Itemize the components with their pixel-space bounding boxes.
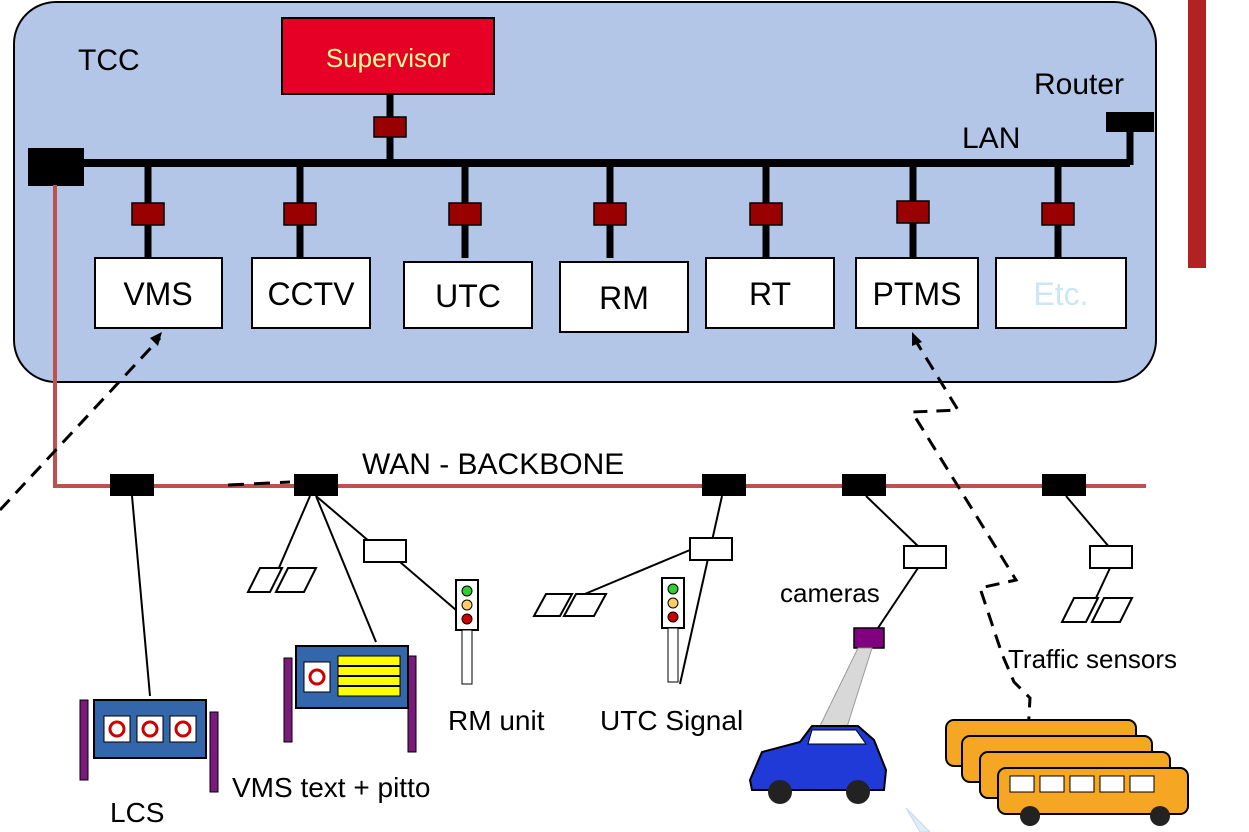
node-marker bbox=[448, 202, 482, 226]
cameras-label: cameras bbox=[780, 578, 880, 608]
lcs-label: LCS bbox=[110, 797, 164, 828]
module-cctv-label: CCTV bbox=[267, 276, 355, 312]
decorative-shape bbox=[905, 807, 931, 832]
rm-unit-signal bbox=[455, 579, 479, 685]
supervisor-label: Supervisor bbox=[326, 43, 451, 73]
node-marker bbox=[749, 202, 783, 226]
lcs-sign bbox=[79, 699, 219, 793]
module-cctv bbox=[251, 257, 371, 329]
module-utc bbox=[403, 261, 533, 329]
wan-node bbox=[702, 474, 746, 496]
module-etc bbox=[995, 257, 1127, 329]
tcc-label: TCC bbox=[78, 44, 140, 77]
arrowhead bbox=[150, 332, 162, 346]
module-ptms bbox=[855, 257, 979, 329]
arrowhead bbox=[912, 332, 922, 346]
ptms-link-arrow bbox=[909, 337, 1032, 771]
module-vms bbox=[94, 257, 223, 329]
controller-box bbox=[1089, 545, 1133, 569]
module-etc-label: Etc. bbox=[1033, 276, 1088, 312]
node-marker bbox=[593, 202, 627, 226]
module-vms-label: VMS bbox=[123, 276, 192, 312]
gateway-node bbox=[28, 148, 84, 186]
node-marker bbox=[283, 202, 317, 226]
wan-label: WAN - BACKBONE bbox=[362, 448, 624, 481]
router-node bbox=[1106, 112, 1154, 132]
wan-node bbox=[294, 474, 338, 496]
camera-icon bbox=[853, 627, 885, 649]
module-ptms-label: PTMS bbox=[873, 276, 962, 312]
wan-node bbox=[110, 474, 154, 496]
module-rt bbox=[705, 257, 835, 329]
node-marker bbox=[896, 200, 930, 224]
node-marker bbox=[1041, 202, 1075, 226]
lan-label: LAN bbox=[962, 122, 1020, 155]
utc-signal-head bbox=[661, 577, 685, 683]
rm-unit-label: RM unit bbox=[448, 705, 545, 736]
vms-sign bbox=[283, 645, 417, 753]
loop-detectors bbox=[1060, 597, 1134, 623]
traffic-sensors-label: Traffic sensors bbox=[1008, 644, 1177, 674]
camera-view-cone bbox=[817, 647, 873, 731]
wan-node bbox=[842, 474, 886, 496]
module-utc-label: UTC bbox=[435, 278, 501, 314]
vms-link-arrow bbox=[0, 336, 162, 512]
module-rt-label: RT bbox=[749, 276, 791, 312]
router-label: Router bbox=[1034, 68, 1124, 101]
module-rm-label: RM bbox=[599, 280, 649, 316]
supervisor-box bbox=[281, 17, 495, 95]
utc-signal-label: UTC Signal bbox=[600, 705, 743, 736]
wan-node bbox=[1042, 474, 1086, 496]
bus-fleet-icon bbox=[945, 719, 1189, 826]
module-rm bbox=[559, 261, 689, 333]
loop-detectors bbox=[246, 567, 318, 593]
controller-box bbox=[903, 545, 947, 569]
car-icon bbox=[748, 725, 888, 804]
controller-box bbox=[363, 539, 407, 563]
sidebar-accent bbox=[1188, 0, 1206, 268]
loop-detectors bbox=[532, 593, 608, 617]
controller-box bbox=[689, 537, 733, 561]
vms-text-label: VMS text + pitto bbox=[232, 772, 430, 803]
node-marker bbox=[131, 202, 165, 226]
node-marker bbox=[373, 116, 407, 138]
